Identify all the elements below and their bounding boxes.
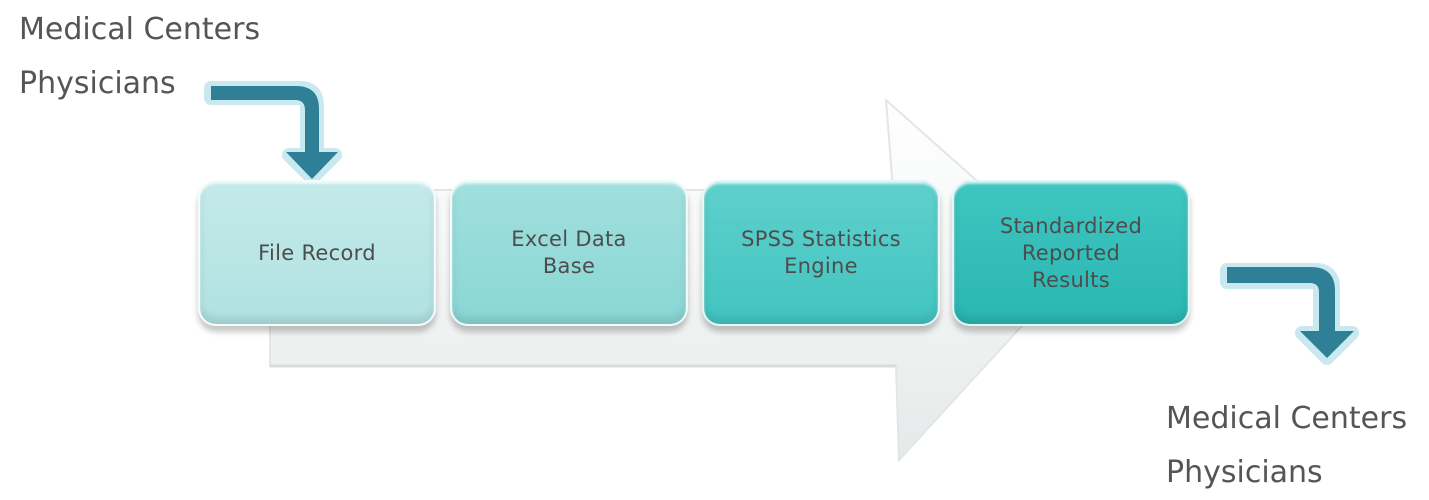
step-label: Excel Data Base bbox=[511, 227, 627, 278]
target-line-1: Medical Centers bbox=[1166, 401, 1408, 436]
step-label: SPSS Statistics Engine bbox=[741, 227, 901, 278]
target-line-2: Physicians bbox=[1166, 455, 1323, 490]
step-file-record: File Record bbox=[198, 180, 436, 326]
source-labels: Medical Centers Physicians bbox=[19, 3, 260, 111]
source-line-2: Physicians bbox=[19, 66, 176, 101]
target-labels: Medical Centers Physicians bbox=[1166, 392, 1407, 500]
step-standardized-reported-results: Standardized Reported Results bbox=[952, 180, 1190, 326]
output-bent-arrow bbox=[1220, 263, 1359, 365]
step-label: File Record bbox=[258, 240, 376, 265]
input-bent-arrow bbox=[204, 81, 342, 185]
step-spss-statistics-engine: SPSS Statistics Engine bbox=[702, 180, 940, 326]
step-label: Standardized Reported Results bbox=[999, 213, 1143, 292]
step-excel-data-base: Excel Data Base bbox=[450, 180, 688, 326]
source-line-1: Medical Centers bbox=[19, 12, 261, 47]
